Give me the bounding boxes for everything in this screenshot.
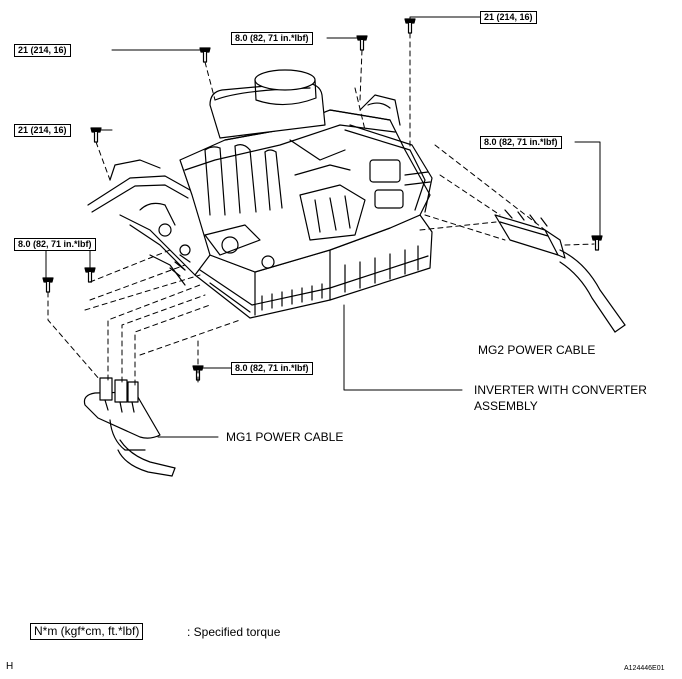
- torque-label-top-left: 21 (214, 16): [14, 44, 71, 57]
- legend-unit-box: N*m (kgf*cm, ft.*lbf): [30, 623, 144, 640]
- legend-description: : Specified torque: [187, 625, 281, 639]
- label-inverter-line1: INVERTER WITH CONVERTER: [474, 383, 647, 397]
- mg2-power-cable-drawing: [494, 209, 626, 333]
- torque-label-right: 8.0 (82, 71 in.*lbf): [480, 136, 562, 149]
- leader-lines: [45, 16, 601, 438]
- figure-id: A124446E01: [624, 665, 665, 672]
- footer-left-mark: H: [6, 661, 14, 672]
- bolt-icon: [356, 35, 368, 51]
- bolt-icons: [42, 18, 603, 381]
- bolt-icon: [42, 277, 54, 293]
- torque-label-bottom: 8.0 (82, 71 in.*lbf): [231, 362, 313, 375]
- label-mg1-power-cable: MG1 POWER CABLE: [226, 430, 344, 444]
- torque-label-lower-left: 8.0 (82, 71 in.*lbf): [14, 238, 96, 251]
- inverter-assembly-drawing: [87, 69, 433, 319]
- torque-label-top-center: 8.0 (82, 71 in.*lbf): [231, 32, 313, 45]
- torque-label-top-right: 21 (214, 16): [480, 11, 537, 24]
- bolt-icon: [84, 267, 96, 283]
- bolt-icon: [591, 235, 603, 251]
- bolt-icon: [404, 18, 416, 34]
- alignment-dashes: [47, 32, 595, 386]
- torque-label-left: 21 (214, 16): [14, 124, 71, 137]
- label-inverter-line2: ASSEMBLY: [474, 399, 538, 413]
- mg1-power-cable-drawing: [83, 377, 176, 477]
- label-mg2-power-cable: MG2 POWER CABLE: [478, 343, 596, 357]
